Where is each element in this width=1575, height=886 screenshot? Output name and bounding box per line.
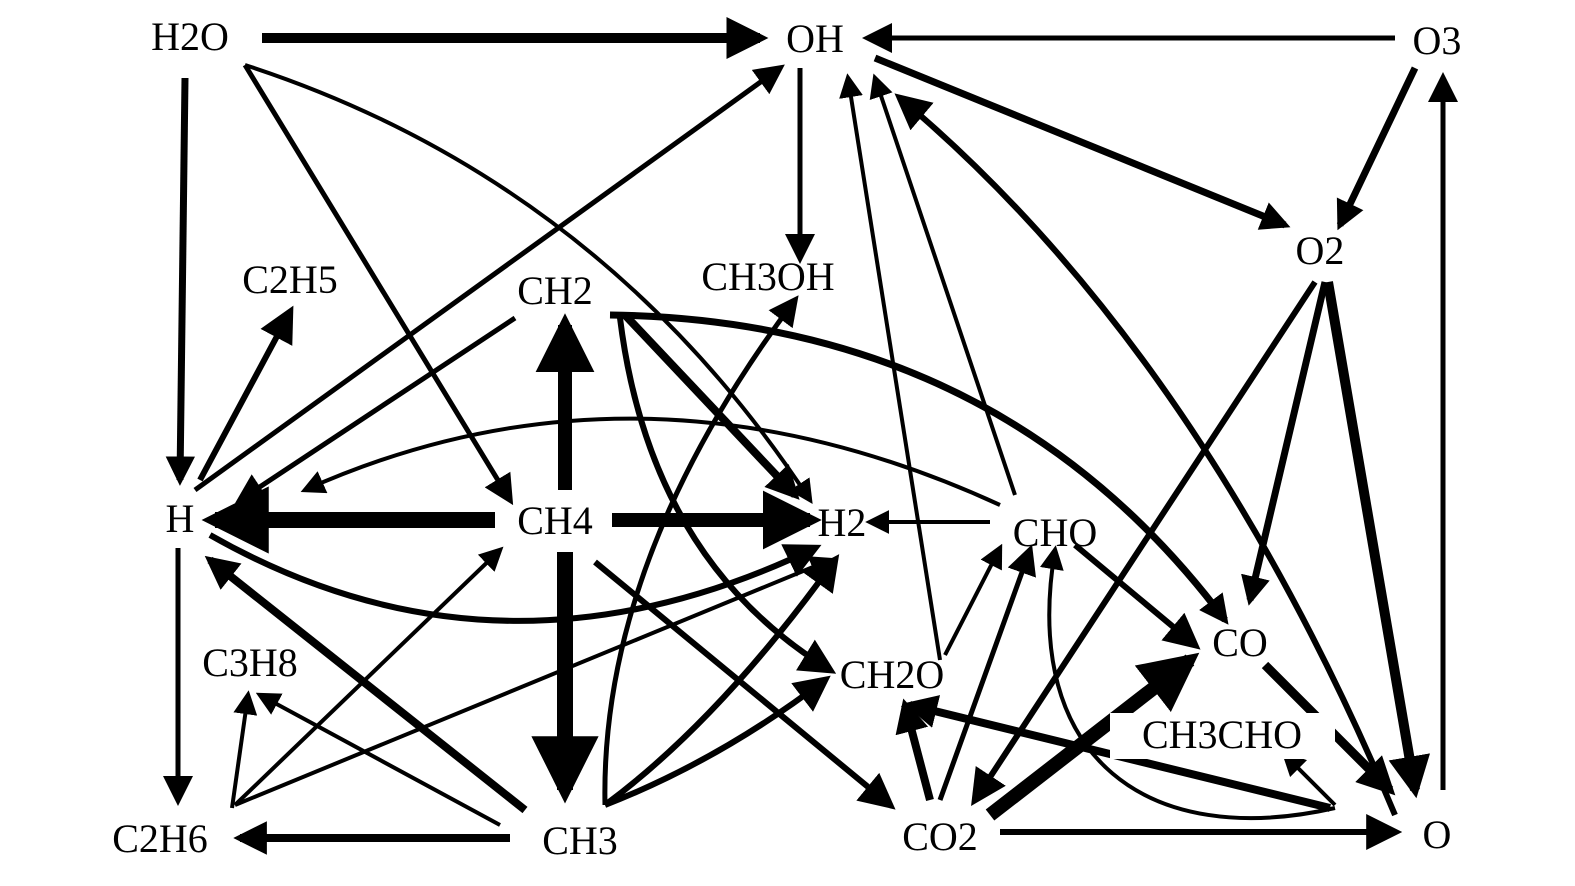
edge-ch3cho-to-cho	[1040, 545, 1336, 821]
edge-co2-to-cho	[937, 544, 1036, 801]
node-o3: O3	[1413, 18, 1462, 63]
edge-ch3-to-h	[204, 555, 528, 814]
node-co2: CO2	[902, 814, 978, 859]
node-c3h8: C3H8	[202, 640, 298, 685]
node-ch2: CH2	[517, 268, 593, 313]
edge-h2o-to-h	[165, 77, 195, 486]
edge-oh-to-o2	[873, 54, 1291, 230]
edge-cho-to-co	[1073, 542, 1201, 650]
edge-h-to-h2	[208, 532, 822, 624]
edge-c2h6-to-ch4	[233, 546, 504, 807]
node-c2h5: C2H5	[242, 257, 338, 302]
node-ch2o: CH2O	[840, 652, 944, 697]
edge-ch2o-to-cho	[943, 543, 1003, 656]
edge-c2h6-to-c3h8	[230, 690, 258, 809]
edge-o2-to-o	[1323, 281, 1431, 799]
edge-cho-to-oh	[869, 73, 1017, 496]
node-ch3oh: CH3OH	[701, 254, 834, 299]
edge-ch2-to-ch2o	[617, 317, 837, 674]
node-h2o: H2O	[151, 14, 229, 59]
node-ch3cho: CH3CHO	[1142, 712, 1302, 757]
edges-layer	[163, 17, 1458, 855]
edge-h-to-oh	[193, 64, 785, 493]
edge-ch2-to-co	[609, 311, 1229, 625]
edge-c2h6-to-h2	[234, 556, 835, 807]
edge-ch2o-to-oh	[839, 73, 942, 661]
nodes-layer: H2O OH O3 O2 C2H5 CH2 CH3OH H CH4 H2 CHO…	[112, 14, 1461, 863]
node-ch4: CH4	[517, 498, 593, 543]
edge-h2o-to-h2	[244, 63, 813, 505]
edge-h-to-c2h5	[197, 305, 294, 482]
node-c2h6: C2H6	[112, 816, 208, 861]
edge-ch2-to-h2	[622, 312, 800, 500]
node-cho: CHO	[1013, 510, 1097, 555]
edge-o3-to-o2	[1336, 66, 1419, 231]
edge-ch2-to-h	[234, 315, 517, 504]
node-h: H	[166, 496, 195, 541]
edge-co2-to-co	[985, 652, 1200, 821]
edge-o-to-oh	[894, 93, 1398, 817]
node-co: CO	[1212, 620, 1268, 665]
edge-co2-to-ch2o	[895, 698, 934, 802]
edge-o2-to-co2	[971, 280, 1318, 807]
edge-h2o-to-ch4	[242, 63, 514, 506]
edge-cho-to-h	[300, 416, 1001, 507]
node-o: O	[1423, 812, 1452, 857]
edge-ch4-to-co2	[593, 559, 896, 810]
label-backing	[1110, 713, 1335, 759]
node-o2: O2	[1296, 228, 1345, 273]
node-ch3: CH3	[542, 818, 618, 863]
node-h2: H2	[818, 500, 867, 545]
edge-o2-to-co	[1241, 281, 1329, 606]
edge-ch3-to-h2	[603, 554, 840, 808]
edge-ch3-to-ch3oh	[602, 295, 799, 806]
edge-ch3-to-ch2o	[603, 675, 831, 808]
node-oh: OH	[786, 16, 844, 61]
edge-ch3-to-c3h8	[255, 692, 501, 827]
edge-ch3cho-to-ch3cho-in	[1281, 751, 1337, 807]
